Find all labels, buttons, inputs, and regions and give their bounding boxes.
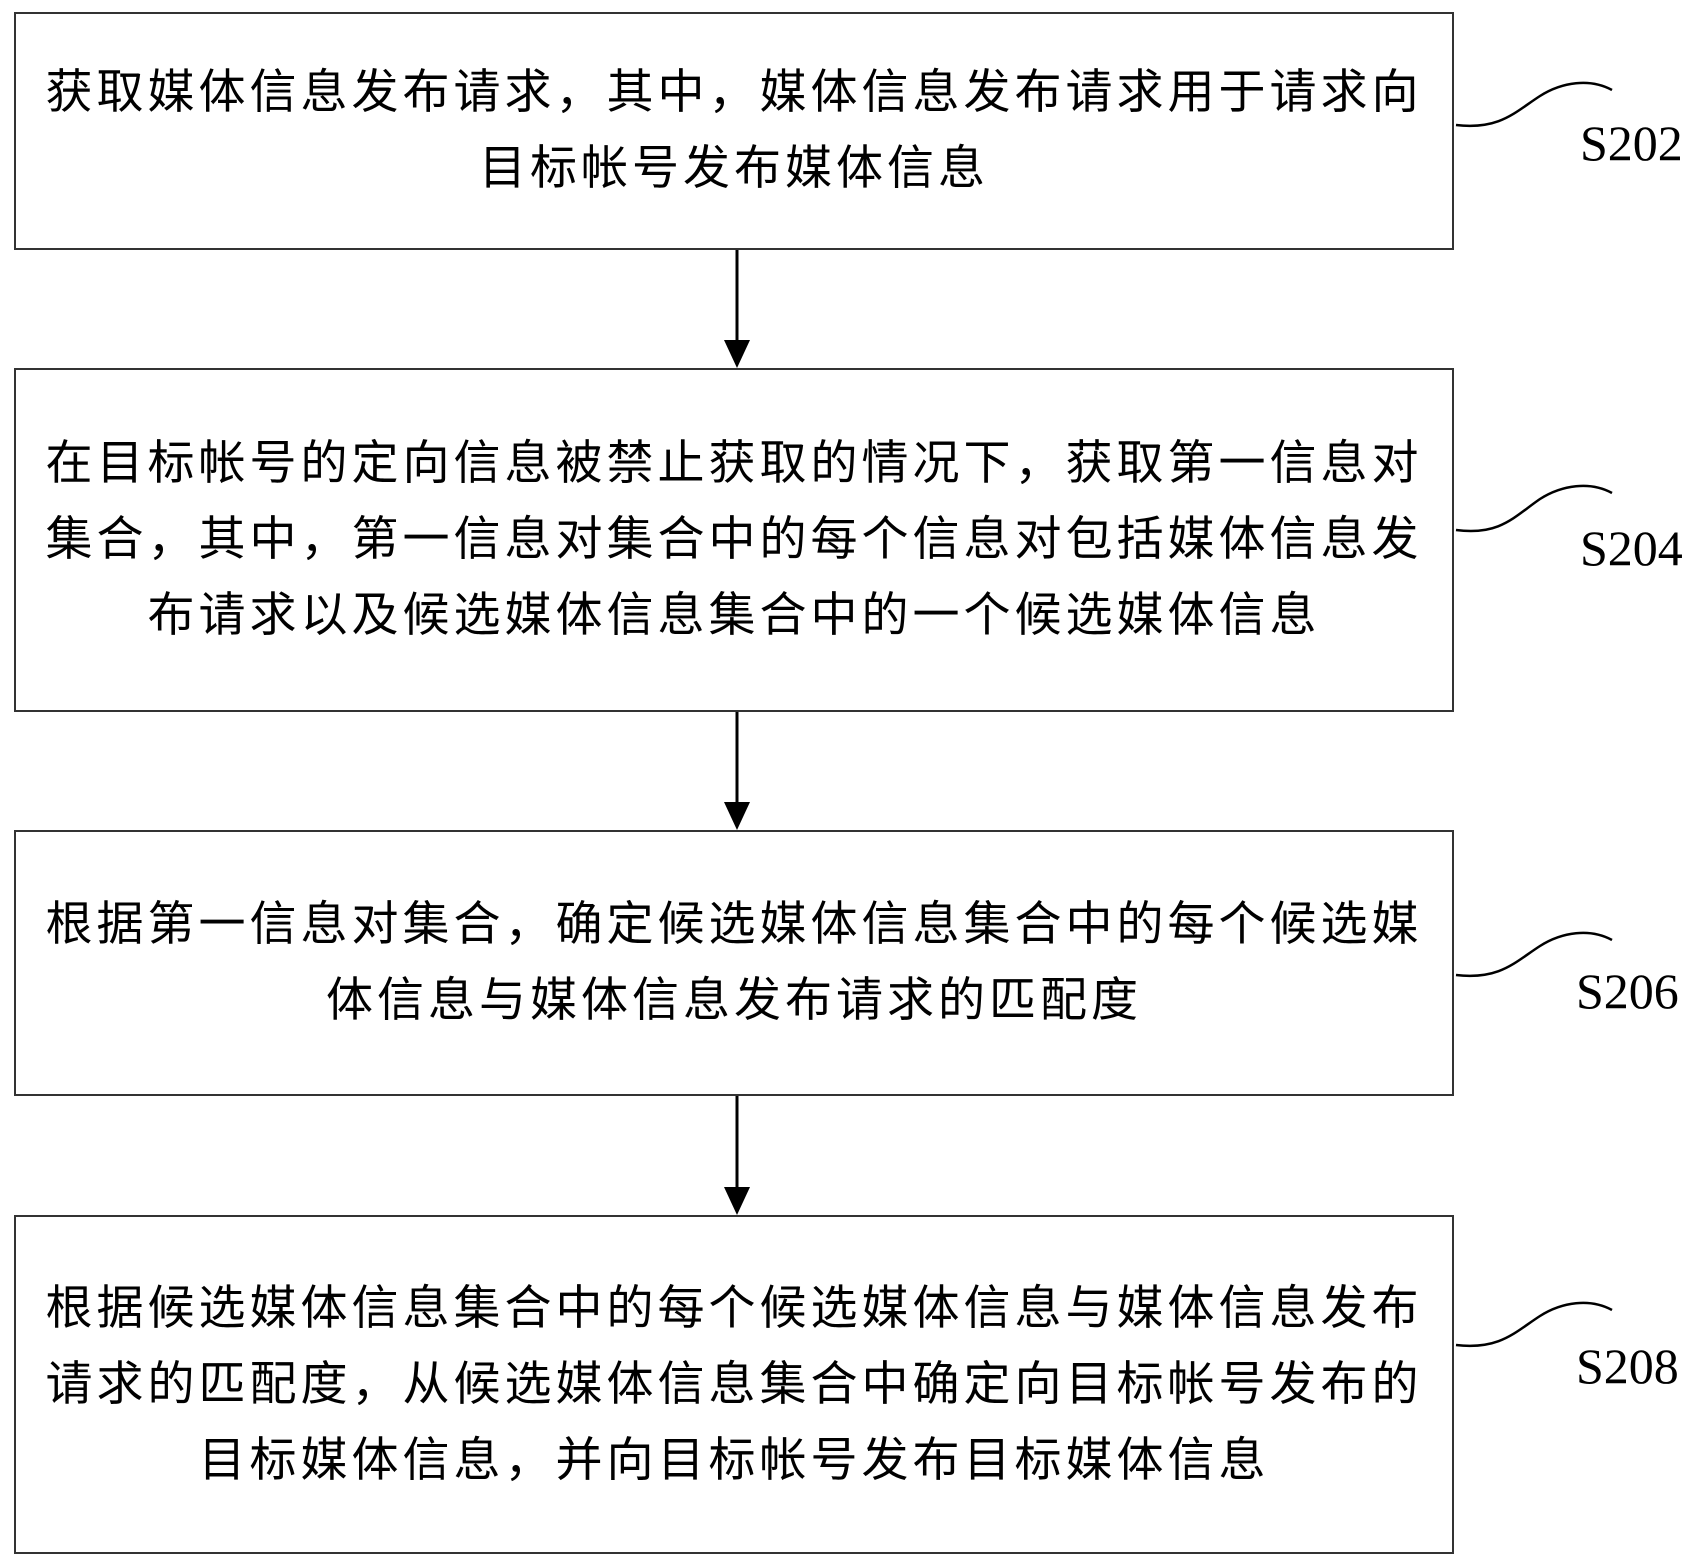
- flow-arrowhead-1: [724, 340, 750, 368]
- step-text-s202: 获取媒体信息发布请求，其中，媒体信息发布请求用于请求向目标帐号发布媒体信息: [45, 65, 1423, 196]
- step-text-s208: 根据候选媒体信息集合中的每个候选媒体信息与媒体信息发布请求的匹配度，从候选媒体信…: [45, 1280, 1423, 1488]
- leader-line-s204: [1455, 484, 1613, 533]
- leader-line-s202: [1455, 81, 1613, 128]
- flow-arrowhead-3: [724, 1187, 750, 1215]
- step-text-s206: 根据第一信息对集合，确定候选媒体信息集合中的每个候选媒体信息与媒体信息发布请求的…: [45, 897, 1423, 1028]
- step-box-s206: 根据第一信息对集合，确定候选媒体信息集合中的每个候选媒体信息与媒体信息发布请求的…: [14, 830, 1454, 1096]
- step-box-s202: 获取媒体信息发布请求，其中，媒体信息发布请求用于请求向目标帐号发布媒体信息: [14, 12, 1454, 250]
- step-label-s202: S202: [1580, 115, 1683, 171]
- flow-arrowhead-2: [724, 802, 750, 830]
- step-label-s206: S206: [1576, 963, 1679, 1019]
- leader-line-s208: [1455, 1301, 1613, 1348]
- step-box-s204: 在目标帐号的定向信息被禁止获取的情况下，获取第一信息对集合，其中，第一信息对集合…: [14, 368, 1454, 712]
- step-label-s208: S208: [1576, 1338, 1679, 1394]
- step-text-s204: 在目标帐号的定向信息被禁止获取的情况下，获取第一信息对集合，其中，第一信息对集合…: [45, 436, 1423, 643]
- step-box-s208: 根据候选媒体信息集合中的每个候选媒体信息与媒体信息发布请求的匹配度，从候选媒体信…: [14, 1215, 1454, 1554]
- leader-line-s206: [1455, 931, 1613, 978]
- step-label-s204: S204: [1580, 520, 1683, 576]
